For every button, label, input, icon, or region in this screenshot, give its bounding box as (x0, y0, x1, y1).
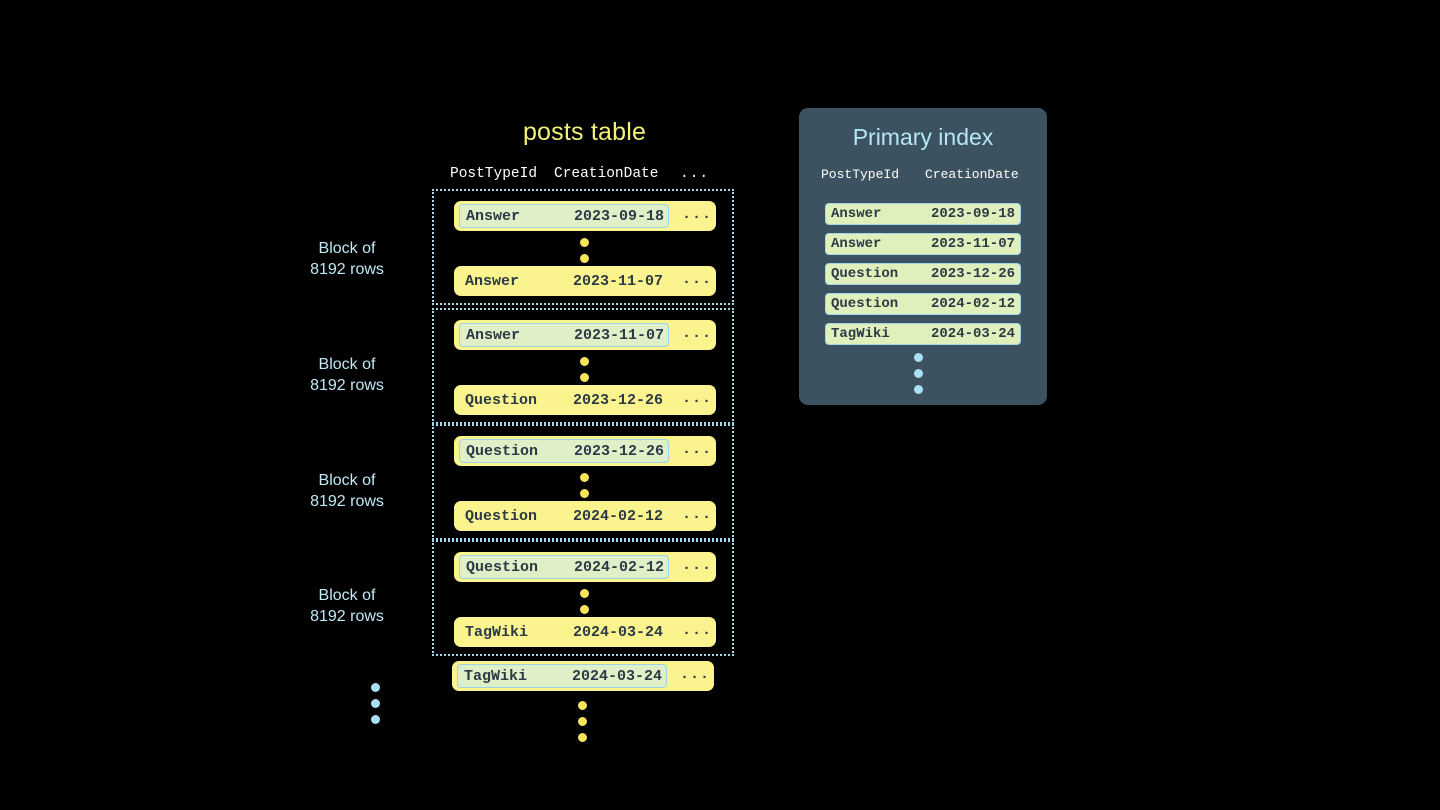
index-continuation-dots-icon (914, 353, 924, 401)
row-cells: TagWiki 2024-03-24 (459, 620, 667, 644)
cell-creationdate: 2023-09-18 (573, 207, 664, 225)
index-cell-creationdate: 2023-12-26 (930, 266, 1015, 282)
cell-ellipsis: ... (682, 271, 713, 288)
row-highlight-box: Answer 2023-09-18 (459, 204, 669, 228)
index-row: Answer 2023-11-07 (825, 233, 1021, 255)
cell-ellipsis: ... (682, 441, 713, 458)
cell-posttypeid: Question (465, 391, 538, 409)
cell-creationdate: 2024-02-12 (572, 507, 663, 525)
row-highlight-box: TagWiki 2024-03-24 (457, 664, 667, 688)
block-label-line2: 8192 rows (310, 377, 384, 394)
block-label-line1: Block of (318, 587, 376, 604)
cell-posttypeid: Answer (465, 272, 520, 290)
posts-table-diagram: posts table PostTypeId CreationDate ... … (310, 118, 740, 742)
index-row: Answer 2023-09-18 (825, 203, 1021, 225)
cell-ellipsis: ... (682, 325, 713, 342)
posts-table-column-headers: PostTypeId CreationDate ... (432, 166, 737, 186)
cell-posttypeid: TagWiki (464, 667, 528, 685)
cell-ellipsis: ... (682, 622, 713, 639)
block-label-line1: Block of (318, 472, 376, 489)
row-highlight-box: Question 2024-02-12 (459, 555, 669, 579)
index-column-header-posttypeid: PostTypeId (821, 167, 900, 182)
cell-creationdate: 2023-11-07 (572, 272, 663, 290)
block-1-label: Block of 8192 rows (272, 238, 422, 280)
index-cell-posttypeid: Answer (831, 236, 882, 252)
index-cell-creationdate: 2023-09-18 (930, 206, 1015, 222)
cell-posttypeid: Question (466, 442, 539, 460)
block-1: Answer 2023-09-18 ... Answer 2023-11-07 … (432, 189, 734, 305)
index-cell-creationdate: 2024-02-12 (930, 296, 1015, 312)
index-cell-creationdate: 2023-11-07 (930, 236, 1015, 252)
primary-index-title: Primary index (852, 124, 994, 150)
row-highlight-box: Question 2023-12-26 (459, 439, 669, 463)
table-continuation-dots-icon (578, 701, 588, 749)
table-row: Question 2023-12-26 ... (454, 436, 716, 466)
row-cells: Question 2024-02-12 (459, 504, 667, 528)
cell-creationdate: 2024-02-12 (573, 558, 664, 576)
cell-posttypeid: Answer (466, 207, 521, 225)
block-3: Question 2023-12-26 ... Question 2024-02… (432, 424, 734, 540)
table-row: Question 2024-02-12 ... (454, 552, 716, 582)
index-cell-posttypeid: Question (831, 296, 899, 312)
table-row: TagWiki 2024-03-24 ... (454, 617, 716, 647)
index-column-header-creationdate: CreationDate (925, 167, 1019, 182)
table-row: Question 2023-12-26 ... (454, 385, 716, 415)
table-row-trailing: TagWiki 2024-03-24 ... (452, 661, 714, 691)
cell-ellipsis: ... (682, 206, 713, 223)
column-header-creationdate: CreationDate (554, 166, 659, 182)
index-row: TagWiki 2024-03-24 (825, 323, 1021, 345)
block-label-line1: Block of (318, 240, 376, 257)
cell-ellipsis: ... (682, 390, 713, 407)
block-2-label: Block of 8192 rows (272, 354, 422, 396)
index-row: Question 2024-02-12 (825, 293, 1021, 315)
block-label-line2: 8192 rows (310, 261, 384, 278)
index-cell-creationdate: 2024-03-24 (930, 326, 1015, 342)
table-row: Answer 2023-11-07 ... (454, 320, 716, 350)
row-highlight-box: Answer 2023-11-07 (459, 323, 669, 347)
blocks-continuation-dots-icon (371, 683, 381, 731)
row-cells: Question 2023-12-26 (459, 388, 667, 412)
column-header-ellipsis: ... (680, 166, 710, 182)
cell-creationdate: 2023-12-26 (572, 391, 663, 409)
index-cell-posttypeid: Question (831, 266, 899, 282)
posts-table-title: posts table (522, 118, 647, 146)
block-label-line2: 8192 rows (310, 493, 384, 510)
cell-posttypeid: TagWiki (465, 623, 529, 641)
block-label-line1: Block of (318, 356, 376, 373)
block-3-label: Block of 8192 rows (272, 470, 422, 512)
cell-ellipsis: ... (680, 666, 711, 683)
block-2: Answer 2023-11-07 ... Question 2023-12-2… (432, 308, 734, 424)
index-cell-posttypeid: TagWiki (831, 326, 890, 342)
cell-posttypeid: Question (466, 558, 539, 576)
cell-creationdate: 2024-03-24 (572, 623, 663, 641)
block-label-line2: 8192 rows (310, 608, 384, 625)
cell-posttypeid: Question (465, 507, 538, 525)
table-row: Question 2024-02-12 ... (454, 501, 716, 531)
block-4: Question 2024-02-12 ... TagWiki 2024-03-… (432, 540, 734, 656)
row-cells: Answer 2023-11-07 (459, 269, 667, 293)
primary-index-panel: Primary index PostTypeId CreationDate An… (799, 108, 1047, 405)
cell-creationdate: 2024-03-24 (571, 667, 662, 685)
cell-ellipsis: ... (682, 557, 713, 574)
table-row: Answer 2023-11-07 ... (454, 266, 716, 296)
index-row: Question 2023-12-26 (825, 263, 1021, 285)
cell-creationdate: 2023-11-07 (573, 326, 664, 344)
block-4-label: Block of 8192 rows (272, 585, 422, 627)
cell-creationdate: 2023-12-26 (573, 442, 664, 460)
table-row: Answer 2023-09-18 ... (454, 201, 716, 231)
index-cell-posttypeid: Answer (831, 206, 882, 222)
primary-index-column-headers: PostTypeId CreationDate (799, 167, 1047, 187)
cell-posttypeid: Answer (466, 326, 521, 344)
cell-ellipsis: ... (682, 506, 713, 523)
column-header-posttypeid: PostTypeId (450, 166, 538, 182)
